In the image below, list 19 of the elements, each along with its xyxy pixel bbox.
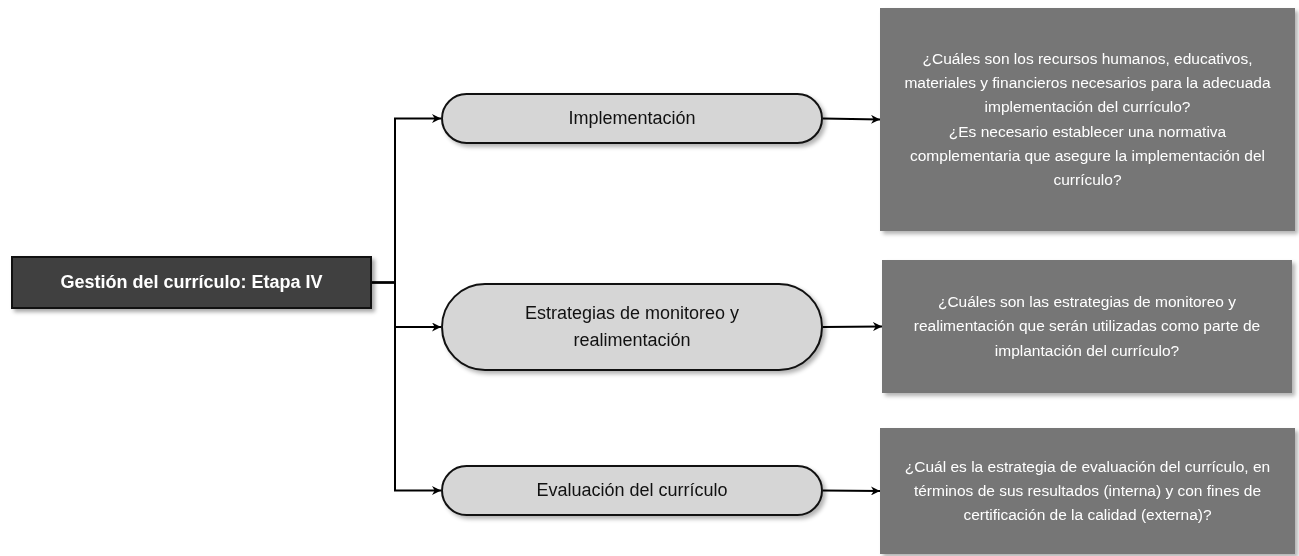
- node-text: ¿Cuál es la estrategia de evaluación del currículo, en términos de sus resultados (interna) y con fines de certificación de la calidad (externa)?: [903, 456, 1272, 525]
- node-text: Gestión del currículo: Etapa IV: [60, 272, 323, 293]
- arrow: [822, 114, 881, 124]
- stage-pill: [441, 283, 823, 371]
- arrow: [822, 486, 881, 496]
- stage-pill: [441, 93, 823, 144]
- arrow: [822, 322, 883, 332]
- arrow: [371, 281, 442, 495]
- node-text: Estrategias de monitoreo y realimentación: [523, 302, 741, 352]
- node-text: Evaluación del currículo: [536, 479, 728, 502]
- question-box: [880, 8, 1295, 231]
- node-text: ¿Cuáles son las estrategias de monitoreo y realimentación que serán utilizadas como parte de implantación del currículo?: [912, 292, 1262, 361]
- node-text: ¿Es necesario establecer una normativa complementaria que asegure la implementación del currículo?: [909, 121, 1266, 190]
- question-box: [880, 428, 1295, 554]
- node-text: Implementación: [568, 107, 696, 130]
- topic-box: [11, 256, 372, 309]
- node-text: ¿Cuáles son los recursos humanos, educativos, materiales y financieros necesarios para la adecuada implementación del currículo?: [903, 49, 1272, 118]
- stage-pill: [441, 465, 823, 516]
- question-box: [882, 260, 1292, 393]
